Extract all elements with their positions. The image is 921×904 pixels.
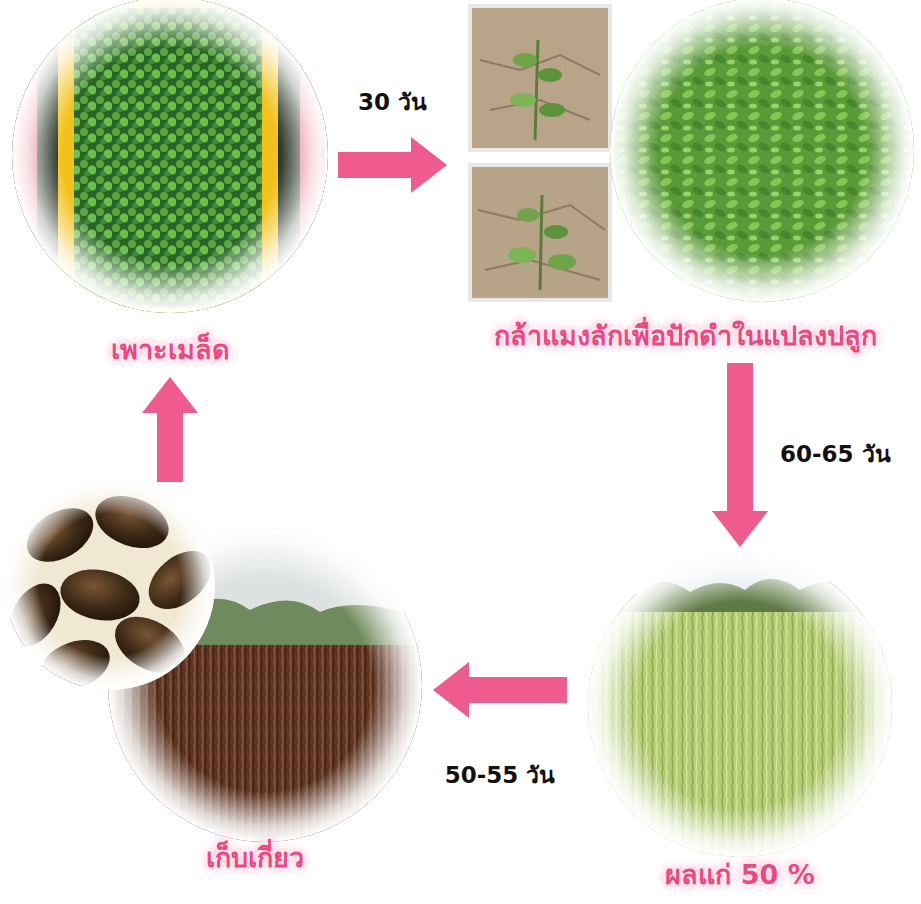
photo-fade	[610, 0, 914, 302]
stage-label: กล้าแมงลักเพื่อปักดำในแปลงปลูก	[455, 316, 915, 355]
photo-space	[575, 555, 905, 855]
stage-node: เพาะเมล็ด	[10, 0, 330, 369]
seed-photo	[0, 475, 222, 699]
photo-space	[10, 0, 330, 330]
stage-label: ผลแก่ 50 %	[575, 855, 905, 894]
stage-label: เก็บเกี่ยว	[85, 838, 425, 877]
photo-space	[5, 490, 425, 838]
duration-label: 60-65 วัน	[774, 439, 897, 471]
stage-label: เพาะเมล็ด	[10, 330, 330, 369]
duration-label: 50-55 วัน	[439, 760, 562, 792]
stage-node: ผลแก่ 50 %	[575, 555, 905, 894]
stage-node: เก็บเกี่ยว	[5, 490, 425, 877]
duration-label: 30 วัน	[352, 87, 433, 119]
block-arrow	[142, 377, 198, 482]
stage-node: กล้าแมงลักเพื่อปักดำในแปลงปลูก	[455, 0, 915, 355]
photo-space	[455, 0, 915, 316]
seedling-photos	[470, 6, 610, 300]
photo-fade	[12, 0, 328, 313]
photo-fade	[5, 480, 215, 690]
block-arrow	[433, 662, 567, 718]
photo-fade	[588, 553, 892, 857]
mature-field-photo	[580, 550, 910, 872]
block-arrow	[712, 363, 768, 547]
block-arrow	[338, 137, 447, 193]
